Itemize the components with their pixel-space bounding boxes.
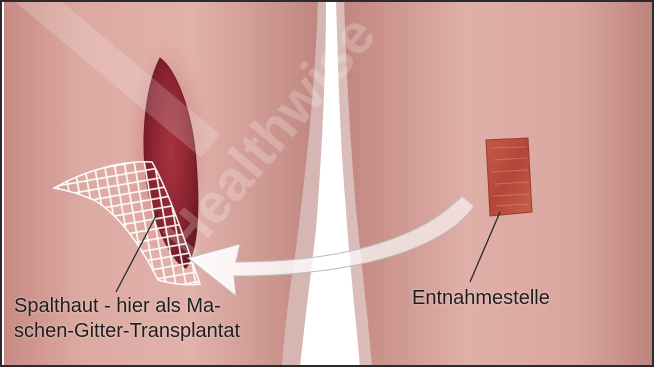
graft-label-line2: schen-Gitter-Transplantat [14,319,240,344]
donor-label: Entnahmestelle [412,286,550,311]
donor-site [486,138,532,216]
graft-label: Spalthaut - hier als Ma- schen-Gitter-Tr… [14,294,240,344]
graft-label-line1: Spalthaut - hier als Ma- [14,294,240,319]
